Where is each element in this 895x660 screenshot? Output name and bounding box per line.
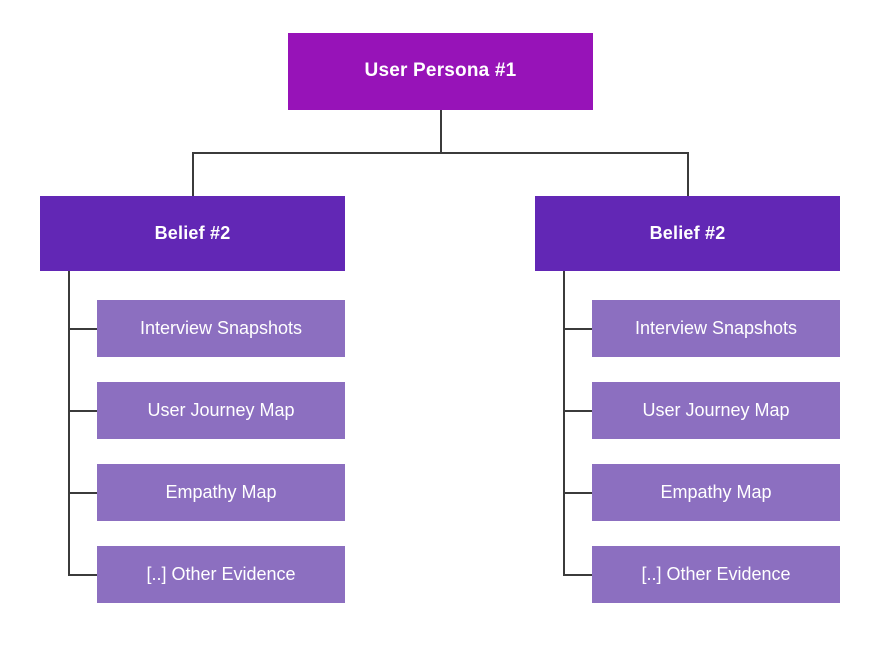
- connector-branch-right-trunk: [563, 271, 565, 575]
- connector-root-to-branch-left: [192, 152, 194, 197]
- connector-branch-right-stub-2: [563, 492, 592, 494]
- node-leaf-left-other-evidence[interactable]: [..] Other Evidence: [97, 546, 345, 603]
- node-leaf-right-interview-snapshots[interactable]: Interview Snapshots: [592, 300, 840, 357]
- node-leaf-right-other-evidence[interactable]: [..] Other Evidence: [592, 546, 840, 603]
- node-leaf-left-interview-snapshots[interactable]: Interview Snapshots: [97, 300, 345, 357]
- node-leaf-right-user-journey-map[interactable]: User Journey Map: [592, 382, 840, 439]
- connector-root-stem: [440, 110, 442, 153]
- connector-root-crossbar: [192, 152, 688, 154]
- connector-branch-left-stub-1: [68, 410, 97, 412]
- node-branch-right-label: Belief #2: [649, 222, 726, 243]
- connector-branch-right-stub-3: [563, 574, 592, 576]
- node-leaf-label: [..] Other Evidence: [641, 563, 791, 584]
- node-root-user-persona[interactable]: User Persona #1: [288, 33, 593, 110]
- connector-branch-right-stub-1: [563, 410, 592, 412]
- connector-branch-left-stub-3: [68, 574, 97, 576]
- connector-branch-right-stub-0: [563, 328, 592, 330]
- node-leaf-right-empathy-map[interactable]: Empathy Map: [592, 464, 840, 521]
- node-branch-belief-left[interactable]: Belief #2: [40, 196, 345, 271]
- node-leaf-label: User Journey Map: [147, 399, 295, 420]
- node-root-label: User Persona #1: [364, 60, 517, 82]
- node-leaf-label: Empathy Map: [660, 481, 772, 502]
- node-leaf-label: User Journey Map: [642, 399, 790, 420]
- connector-root-to-branch-right: [687, 152, 689, 197]
- connector-branch-left-trunk: [68, 271, 70, 575]
- connector-branch-left-stub-2: [68, 492, 97, 494]
- node-leaf-label: Interview Snapshots: [634, 317, 798, 338]
- node-leaf-label: Empathy Map: [165, 481, 277, 502]
- node-branch-left-label: Belief #2: [154, 222, 231, 243]
- node-leaf-label: [..] Other Evidence: [146, 563, 296, 584]
- node-branch-belief-right[interactable]: Belief #2: [535, 196, 840, 271]
- node-leaf-left-empathy-map[interactable]: Empathy Map: [97, 464, 345, 521]
- node-leaf-left-user-journey-map[interactable]: User Journey Map: [97, 382, 345, 439]
- connector-branch-left-stub-0: [68, 328, 97, 330]
- node-leaf-label: Interview Snapshots: [139, 317, 303, 338]
